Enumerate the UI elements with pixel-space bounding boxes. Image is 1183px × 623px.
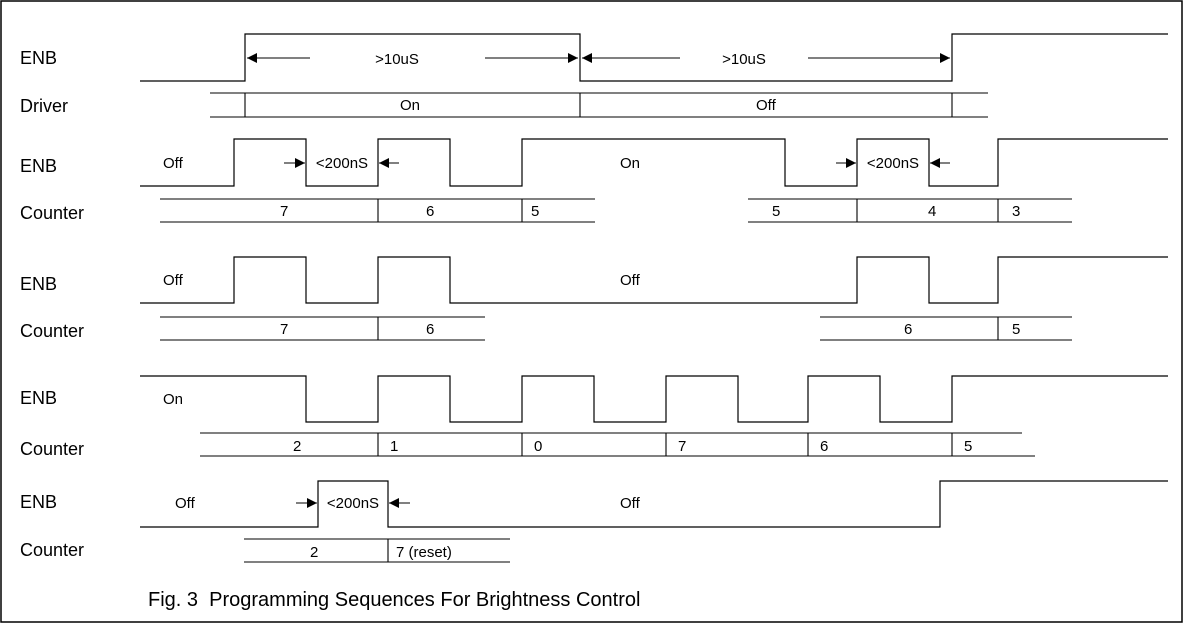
counter-bus-3 [200, 432, 1035, 457]
counter-value: 6 [904, 321, 912, 338]
figure-caption: Fig. 3 Programming Sequences For Brightn… [148, 589, 640, 611]
row-label-counter-4: Counter [20, 540, 84, 560]
counter-value: 6 [820, 438, 828, 455]
row-label-counter-3: Counter [20, 439, 84, 459]
counter-value: 3 [1012, 203, 1020, 220]
counter-value: 5 [964, 438, 972, 455]
counter-value: 5 [772, 203, 780, 220]
counter-value: 2 [310, 544, 318, 561]
counter-value: 6 [426, 321, 434, 338]
seq3-on-label: On [163, 391, 183, 408]
row-label-driver: Driver [20, 96, 68, 116]
pulse-width-label-1: <200nS [316, 155, 368, 172]
driver-on-label: On [400, 97, 420, 114]
seq1-on-label: On [620, 155, 640, 172]
row-label-enb-2: ENB [20, 156, 57, 176]
counter-bus-2a [160, 316, 485, 341]
label-gt-10us-1: >10uS [375, 51, 419, 68]
counter-value: 4 [928, 203, 936, 220]
row-label-enb-4: ENB [20, 388, 57, 408]
enb-waveform-5 [140, 480, 1168, 528]
counter-value: 0 [534, 438, 542, 455]
seq4-off-mid-label: Off [620, 495, 641, 512]
counter-value: 7 (reset) [396, 544, 452, 561]
seq1-off-label: Off [163, 155, 184, 172]
counter-value: 7 [678, 438, 686, 455]
counter-bus-2b [820, 316, 1072, 341]
counter-value: 7 [280, 203, 288, 220]
counter-bus-4 [244, 538, 510, 563]
row-label-counter-1: Counter [20, 203, 84, 223]
enb-waveform-4 [140, 375, 1168, 423]
counter-value: 2 [293, 438, 301, 455]
row-label-enb-5: ENB [20, 492, 57, 512]
counter-bus-1b [748, 198, 1072, 223]
pulse-width-label-2: <200nS [867, 155, 919, 172]
seq4-off-label: Off [175, 495, 196, 512]
driver-bus [210, 92, 988, 118]
enb-waveform-2 [140, 138, 1168, 187]
counter-value: 6 [426, 203, 434, 220]
counter-value: 5 [1012, 321, 1020, 338]
counter-value: 1 [390, 438, 398, 455]
pulse-width-label-3: <200nS [327, 495, 379, 512]
enb-waveform-3 [140, 256, 1168, 304]
enb-waveform-1 [140, 33, 1168, 82]
row-label-counter-2: Counter [20, 321, 84, 341]
row-label-enb-3: ENB [20, 274, 57, 294]
seq2-off-mid-label: Off [620, 272, 641, 289]
counter-value: 5 [531, 203, 539, 220]
seq2-off-label: Off [163, 272, 184, 289]
counter-bus-1a [160, 198, 595, 223]
label-gt-10us-2: >10uS [722, 51, 766, 68]
counter-value: 7 [280, 321, 288, 338]
driver-off-label: Off [756, 97, 777, 114]
row-label-enb-1: ENB [20, 48, 57, 68]
